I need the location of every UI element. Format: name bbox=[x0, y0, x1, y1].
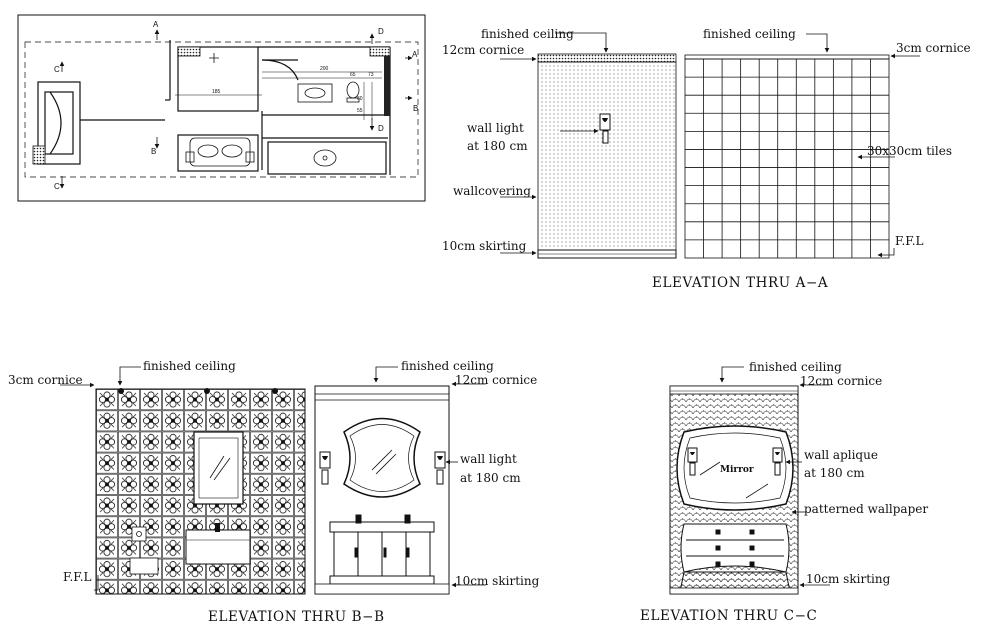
label-wall-light-height: at 180 cm bbox=[460, 471, 521, 485]
label-skirting: 10cm skirting bbox=[806, 572, 891, 586]
label-finished-ceiling: finished ceiling bbox=[481, 27, 574, 41]
wall-aplique-icon bbox=[687, 447, 698, 476]
section-mark-d-bottom: D bbox=[378, 124, 384, 133]
section-mark-d-top: D bbox=[378, 27, 384, 36]
dim-label: 65 bbox=[350, 72, 356, 78]
elevation-a-a-left-wall bbox=[537, 53, 677, 259]
title-elevation-c-c: ELEVATION THRU C−C bbox=[640, 608, 817, 624]
label-cornice: 12cm cornice bbox=[442, 43, 524, 57]
elevation-c-c: Mirror bbox=[640, 360, 928, 624]
label-skirting: 10cm skirting bbox=[442, 239, 527, 253]
wall-aplique-icon bbox=[772, 447, 783, 476]
mirror bbox=[676, 425, 794, 511]
title-elevation-b-b: ELEVATION THRU B−B bbox=[208, 609, 385, 625]
title-elevation-a-a: ELEVATION THRU A−A bbox=[652, 275, 828, 291]
dim-label: 73 bbox=[368, 72, 374, 78]
section-mark-b-bottom: B bbox=[151, 147, 156, 156]
vanity-cabinet bbox=[329, 514, 435, 585]
section-mark-b-right: B bbox=[413, 104, 418, 113]
chest-of-drawers bbox=[679, 523, 791, 593]
label-cornice: 3cm cornice bbox=[8, 373, 83, 387]
label-cornice: 3cm cornice bbox=[896, 41, 971, 55]
label-wall-aplique: wall aplique bbox=[804, 448, 878, 462]
elevation-b-b-right-wall bbox=[314, 385, 450, 595]
dim-label: 200 bbox=[320, 66, 329, 72]
elevation-b-b-left-wall bbox=[95, 388, 306, 595]
section-mark-a-right: A bbox=[412, 50, 418, 59]
wall-light-icon bbox=[599, 113, 611, 144]
label-tiles: 30x30cm tiles bbox=[867, 144, 952, 158]
section-mark-c-top: C bbox=[54, 65, 60, 74]
label-skirting: 10cm skirting bbox=[455, 574, 540, 588]
label-finished-ceiling: finished ceiling bbox=[143, 359, 236, 373]
label-finished-ceiling: finished ceiling bbox=[749, 360, 842, 374]
section-mark-c-bottom: C bbox=[54, 182, 60, 191]
wall-light-icon bbox=[319, 451, 331, 485]
label-finished-ceiling: finished ceiling bbox=[401, 359, 494, 373]
elevation-a-a-right-wall bbox=[684, 54, 890, 259]
label-wall-aplique-height: at 180 cm bbox=[804, 466, 865, 480]
elevation-a-a: finished ceiling 12cm cornice wall light… bbox=[442, 27, 971, 291]
wall-light-icon bbox=[434, 451, 446, 485]
label-wall-light-height: at 180 cm bbox=[467, 139, 528, 153]
elevation-b-b: finished ceiling 3cm cornice F.F.L bbox=[8, 359, 540, 625]
dim-label: 55 bbox=[357, 108, 363, 114]
plan-frame bbox=[17, 14, 426, 202]
label-cornice: 12cm cornice bbox=[455, 373, 537, 387]
section-mark-a-top: A bbox=[153, 20, 159, 29]
dim-label: 60 bbox=[357, 96, 363, 102]
label-patterned-wallpaper: patterned wallpaper bbox=[804, 502, 928, 516]
label-ffl: F.F.L bbox=[895, 234, 924, 248]
mirror-label: Mirror bbox=[720, 465, 754, 475]
label-wallcovering: wallcovering bbox=[453, 184, 531, 198]
mirror bbox=[343, 417, 421, 498]
label-cornice: 12cm cornice bbox=[800, 374, 882, 388]
label-wall-light: wall light bbox=[467, 121, 524, 135]
label-wall-light: wall light bbox=[460, 452, 517, 466]
label-ffl: F.F.L bbox=[63, 570, 92, 584]
tile-grid-frame bbox=[684, 58, 890, 259]
dim-label: 185 bbox=[212, 89, 221, 95]
floor-plan: 200 65 73 185 60 55 A A B B C C D D bbox=[17, 14, 426, 202]
label-finished-ceiling: finished ceiling bbox=[703, 27, 796, 41]
